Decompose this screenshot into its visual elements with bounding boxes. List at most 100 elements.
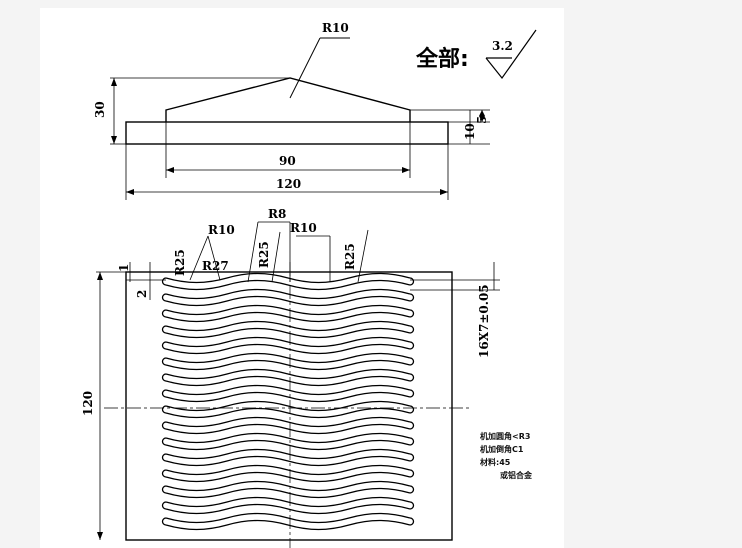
slot-end-cap <box>161 405 167 414</box>
slot-end-cap <box>161 437 167 446</box>
slot-edge-upper <box>165 320 411 332</box>
slot-end-cap <box>161 453 167 462</box>
label-r10-right: R10 <box>290 221 317 235</box>
slot-edge-lower <box>165 391 411 403</box>
slot-end-cap <box>409 405 415 414</box>
label-r25-3: R25 <box>343 243 357 270</box>
surface-finish-label: 全部: <box>415 46 469 72</box>
slot-edge-lower <box>165 359 411 371</box>
slot-edge-upper <box>165 384 411 396</box>
slot-edge-upper <box>165 304 411 316</box>
slot-end-cap <box>409 373 415 382</box>
slot-edge-upper <box>165 432 411 444</box>
slot-edge-lower <box>165 375 411 387</box>
slot-edge-upper <box>165 480 411 492</box>
slot-edge-upper <box>165 496 411 508</box>
slot-end-cap <box>161 309 167 318</box>
slot-edge-upper <box>165 368 411 380</box>
slot-end-cap <box>409 501 415 510</box>
leader-r10-left <box>207 235 221 281</box>
slot-edge-upper <box>165 512 411 524</box>
slot-edge-upper <box>165 288 411 300</box>
slot-end-cap <box>409 389 415 398</box>
note-line-4: 或铝合金 <box>500 471 532 480</box>
slot-edge-upper <box>165 272 411 284</box>
slot-edge-lower <box>165 487 411 499</box>
slot-end-cap <box>161 501 167 510</box>
slot-end-cap <box>161 357 167 366</box>
slot-end-cap <box>161 389 167 398</box>
slot-end-cap <box>409 357 415 366</box>
slot-edge-lower <box>165 295 411 307</box>
slot-end-cap <box>161 373 167 382</box>
label-r10-top: R10 <box>322 21 349 35</box>
slot-end-cap <box>161 341 167 350</box>
profile-outline <box>165 77 411 122</box>
leader-r8-a <box>247 221 259 283</box>
slot-edge-upper <box>165 336 411 348</box>
slot-edge-lower <box>165 423 411 435</box>
slot-end-cap <box>409 469 415 478</box>
slot-edge-upper <box>165 448 411 460</box>
slot-edge-upper <box>165 416 411 428</box>
plan-outline <box>125 271 453 541</box>
slot-end-cap <box>161 421 167 430</box>
label-r25-2: R25 <box>257 241 271 268</box>
arrow-heads <box>97 78 485 540</box>
note-line-1: 机加圆角<R3 <box>480 432 531 441</box>
leader-r25-mid <box>271 231 281 283</box>
label-dim-5: 5 <box>475 116 489 124</box>
label-dim-1: 1 <box>117 264 131 272</box>
slot-end-cap <box>409 517 415 526</box>
label-dim-plan-120: 120 <box>81 391 95 416</box>
drawing-sheet <box>40 8 564 548</box>
slot-edge-lower <box>165 311 411 323</box>
slot-end-cap <box>409 421 415 430</box>
base-plate-outline <box>125 121 449 145</box>
leader-r25-right <box>357 229 369 283</box>
slot-end-cap <box>409 293 415 302</box>
slot-end-cap <box>161 517 167 526</box>
label-dim-90: 90 <box>279 154 296 168</box>
note-line-3: 材料:45 <box>480 458 511 467</box>
slot-end-cap <box>409 437 415 446</box>
technical-notes: 机加圆角<R3 机加倒角C1 材料:45 或铝合金 <box>480 430 532 482</box>
label-r8: R8 <box>268 207 286 221</box>
label-dim-slots: 16X7±0.05 <box>477 284 491 358</box>
radius-leader <box>289 37 321 99</box>
slot-edge-lower <box>165 471 411 483</box>
slot-edge-upper <box>165 464 411 476</box>
label-dim-120: 120 <box>276 177 301 191</box>
slot-end-cap <box>409 277 415 286</box>
label-dim-30: 30 <box>93 101 107 118</box>
slot-edge-lower <box>165 455 411 467</box>
slot-end-cap <box>161 485 167 494</box>
slot-end-cap <box>409 341 415 350</box>
slot-end-cap <box>409 309 415 318</box>
slot-end-cap <box>161 469 167 478</box>
slot-end-cap <box>161 277 167 286</box>
surface-finish-value: 3.2 <box>492 39 513 53</box>
slot-edge-lower <box>165 343 411 355</box>
slot-end-cap <box>161 325 167 334</box>
slot-end-cap <box>409 453 415 462</box>
slot-group <box>161 272 415 531</box>
surface-finish-symbol <box>485 29 537 79</box>
slot-end-cap <box>409 325 415 334</box>
slot-edge-lower <box>165 407 411 419</box>
slot-edge-lower <box>165 279 411 291</box>
slot-edge-lower <box>165 503 411 515</box>
slot-edge-upper <box>165 400 411 412</box>
label-dim-2: 2 <box>135 290 149 298</box>
slot-edge-lower <box>165 519 411 531</box>
slot-end-cap <box>161 293 167 302</box>
leader-r10-left-b <box>189 235 209 281</box>
slot-edge-upper <box>165 352 411 364</box>
label-r10-left: R10 <box>208 223 235 237</box>
label-r25-1: R25 <box>173 249 187 276</box>
slot-edge-lower <box>165 327 411 339</box>
note-line-2: 机加倒角C1 <box>480 445 524 454</box>
label-r27: R27 <box>202 259 229 273</box>
slot-edge-lower <box>165 439 411 451</box>
